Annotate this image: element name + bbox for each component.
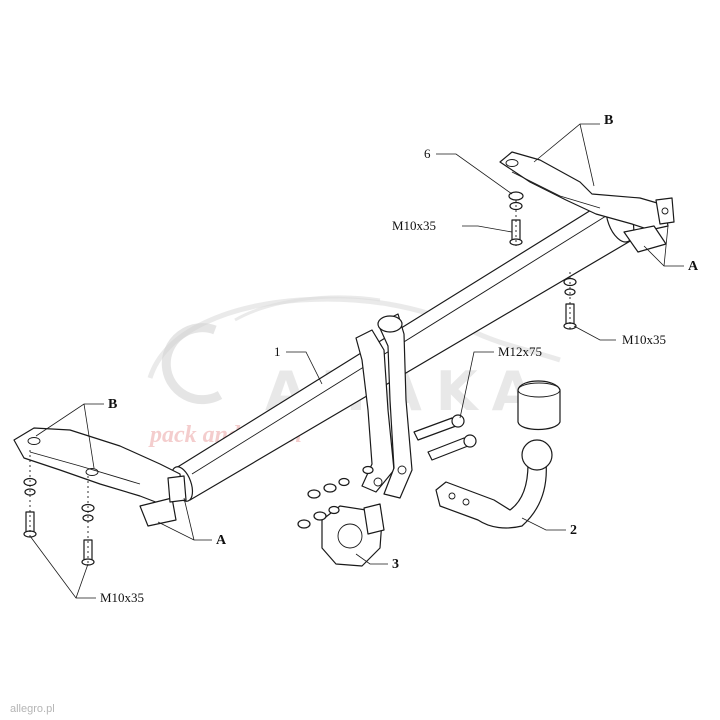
- part-labels: B A 6 M10x35 M10x35 1 M12x75 2 3 B A M10…: [100, 113, 699, 605]
- label-b-left: B: [108, 397, 117, 412]
- ball-bolt-2: [427, 437, 469, 461]
- ball-neck-hole-2: [462, 498, 470, 506]
- label-part-1: 1: [274, 344, 281, 359]
- label-b-right: B: [604, 113, 613, 128]
- leader-m12: [459, 351, 494, 419]
- label-part-6: 6: [424, 146, 431, 161]
- left-fasteners: [23, 477, 95, 566]
- ball-mount-plates: [355, 313, 413, 499]
- ball-cap-top: [517, 382, 561, 398]
- mount-plate-right: [377, 313, 413, 499]
- leader-6: [436, 153, 513, 195]
- ball-neck-hole-1: [448, 492, 456, 500]
- left-bracket-hole-1: [27, 437, 41, 445]
- nut-4: [313, 511, 327, 521]
- label-a-right: A: [688, 259, 699, 274]
- mount-plate-hole-2: [397, 465, 407, 475]
- ball-neck: [435, 461, 547, 529]
- watermark-car-roof: [234, 295, 381, 322]
- ball-bolt-1-head: [451, 414, 465, 428]
- axis-lines: [29, 200, 571, 566]
- ball-cap: [517, 380, 561, 431]
- label-m10-right-top: M10x35: [392, 218, 436, 233]
- washer-2: [328, 505, 340, 515]
- left-bracket-hole-2: [85, 468, 99, 476]
- left-bracket-tab: [167, 475, 187, 503]
- left-bracket-plate-a: [139, 497, 177, 527]
- leader-b-right: [533, 123, 600, 187]
- mount-plate-hole-1: [373, 477, 383, 487]
- socket-plate-tab: [363, 503, 385, 535]
- nut-3: [297, 519, 311, 529]
- leader-a-right: [643, 225, 684, 267]
- socket-nuts: [297, 465, 374, 529]
- right-bracket-hole: [505, 159, 519, 167]
- leader-m10-right-bottom: [573, 325, 616, 341]
- washer-1: [338, 477, 350, 487]
- leader-m10-left: [29, 535, 96, 599]
- leader-lines: [29, 123, 684, 599]
- leader-m10-right-top: [462, 225, 513, 233]
- watermark-c-mark: [161, 323, 223, 405]
- label-part-2: 2: [570, 523, 577, 538]
- leader-a-left: [157, 497, 212, 541]
- socket-plate-hole: [337, 523, 363, 549]
- nut-2: [323, 483, 337, 493]
- mount-plate-pin: [377, 315, 403, 333]
- ball-sphere: [521, 439, 553, 471]
- ball-bolt-2-head: [463, 434, 477, 448]
- washer-3: [362, 465, 374, 475]
- right-bracket-tab-hole: [661, 207, 669, 215]
- mount-plate-left: [355, 329, 395, 493]
- socket-plate-part-3: [321, 503, 385, 567]
- ball-bolts: [413, 414, 477, 461]
- ball-hitch-part-2: [435, 380, 561, 529]
- left-bracket-edge: [29, 451, 141, 485]
- right-bracket-tab: [655, 197, 675, 225]
- left-bracket: [13, 427, 187, 527]
- nut-1: [307, 489, 321, 499]
- source-credit: allegro.pl: [10, 703, 55, 715]
- label-m10-left: M10x35: [100, 590, 144, 605]
- right-fasteners: [508, 191, 577, 330]
- label-part-3: 3: [392, 557, 399, 572]
- label-m10-right-bottom: M10x35: [622, 332, 666, 347]
- label-a-left: A: [216, 533, 227, 548]
- leader-b-left: [35, 403, 104, 469]
- right-bracket-edge: [511, 171, 601, 209]
- leader-1: [286, 351, 323, 385]
- leader-2: [521, 517, 566, 531]
- label-m12x75: M12x75: [498, 344, 542, 359]
- leader-3: [355, 553, 388, 565]
